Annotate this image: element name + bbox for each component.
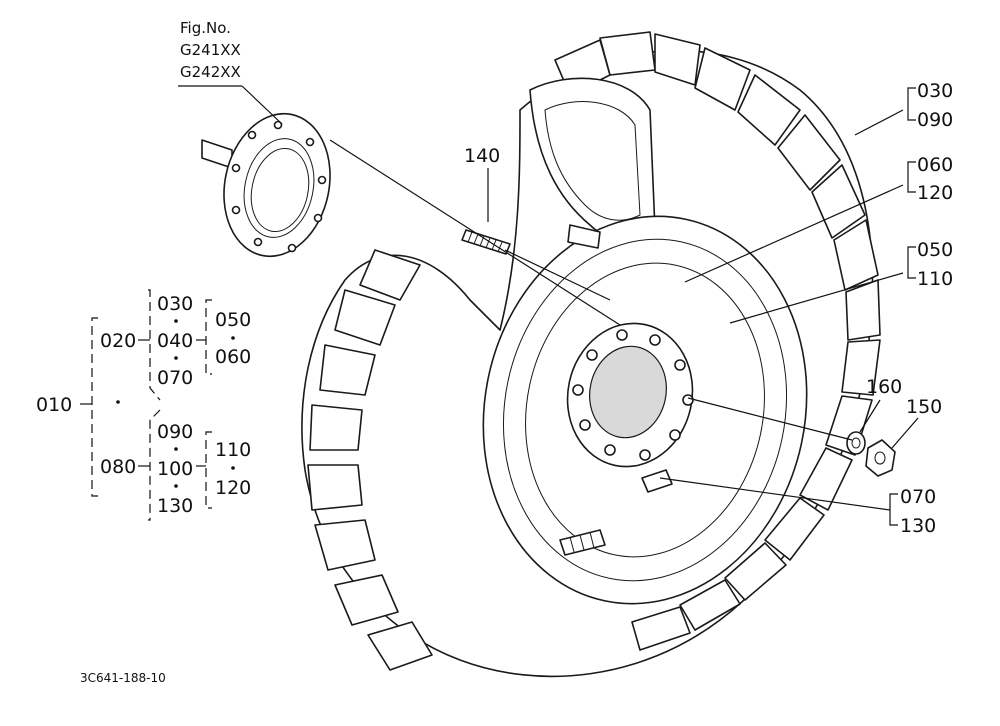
fig-label: Fig.No.	[180, 19, 231, 37]
tree-130: 130	[157, 495, 193, 517]
tree-dot	[174, 484, 178, 488]
tree-010: 010	[36, 394, 72, 416]
callout-070: 070	[900, 486, 936, 508]
callout-130: 130	[900, 515, 936, 537]
tree-030: 030	[157, 293, 193, 315]
fig-number-block: Fig.No. G241XX G242XX	[180, 19, 241, 81]
nut-illustration	[865, 439, 896, 477]
callout-140: 140	[464, 145, 500, 167]
stud-bolt-illustration	[461, 229, 511, 255]
tree-dot	[231, 466, 235, 470]
tree-120: 120	[215, 477, 251, 499]
side-lugs	[307, 249, 433, 671]
tree-dot	[116, 400, 120, 404]
tree-dot	[231, 336, 235, 340]
callout-110: 110	[917, 268, 953, 290]
callout-160: 160	[866, 376, 902, 398]
tree-100: 100	[157, 458, 193, 480]
drawing-id: 3C641-188-10	[80, 671, 166, 685]
callout-050: 050	[917, 239, 953, 261]
tree-070: 070	[157, 367, 193, 389]
tree-090: 090	[157, 421, 193, 443]
callout-brackets	[889, 87, 916, 526]
tree-080: 080	[100, 456, 136, 478]
callout-030: 030	[917, 80, 953, 102]
valve-stem	[559, 529, 606, 556]
tread-lugs	[554, 31, 881, 651]
tree-dot	[174, 356, 178, 360]
leader-lines	[178, 85, 919, 511]
tree-dot	[174, 319, 178, 323]
callout-150: 150	[906, 396, 942, 418]
tree-dot	[174, 447, 178, 451]
tree-060: 060	[215, 346, 251, 368]
tree-020: 020	[100, 330, 136, 352]
washer-illustration	[846, 431, 866, 455]
tree-050: 050	[215, 309, 251, 331]
tree-040: 040	[157, 330, 193, 352]
axle-flange-illustration	[201, 112, 331, 258]
tire-illustration	[301, 31, 881, 678]
callout-060: 060	[917, 154, 953, 176]
hub-bolt-holes	[572, 329, 694, 461]
tree-110: 110	[215, 439, 251, 461]
fig-code-1: G241XX	[180, 41, 241, 59]
callout-120: 120	[917, 182, 953, 204]
callout-090: 090	[917, 109, 953, 131]
parts-tree: 010 020 080 030 040 070 050 060 090 100 …	[36, 289, 251, 521]
fig-code-2: G242XX	[180, 63, 241, 81]
